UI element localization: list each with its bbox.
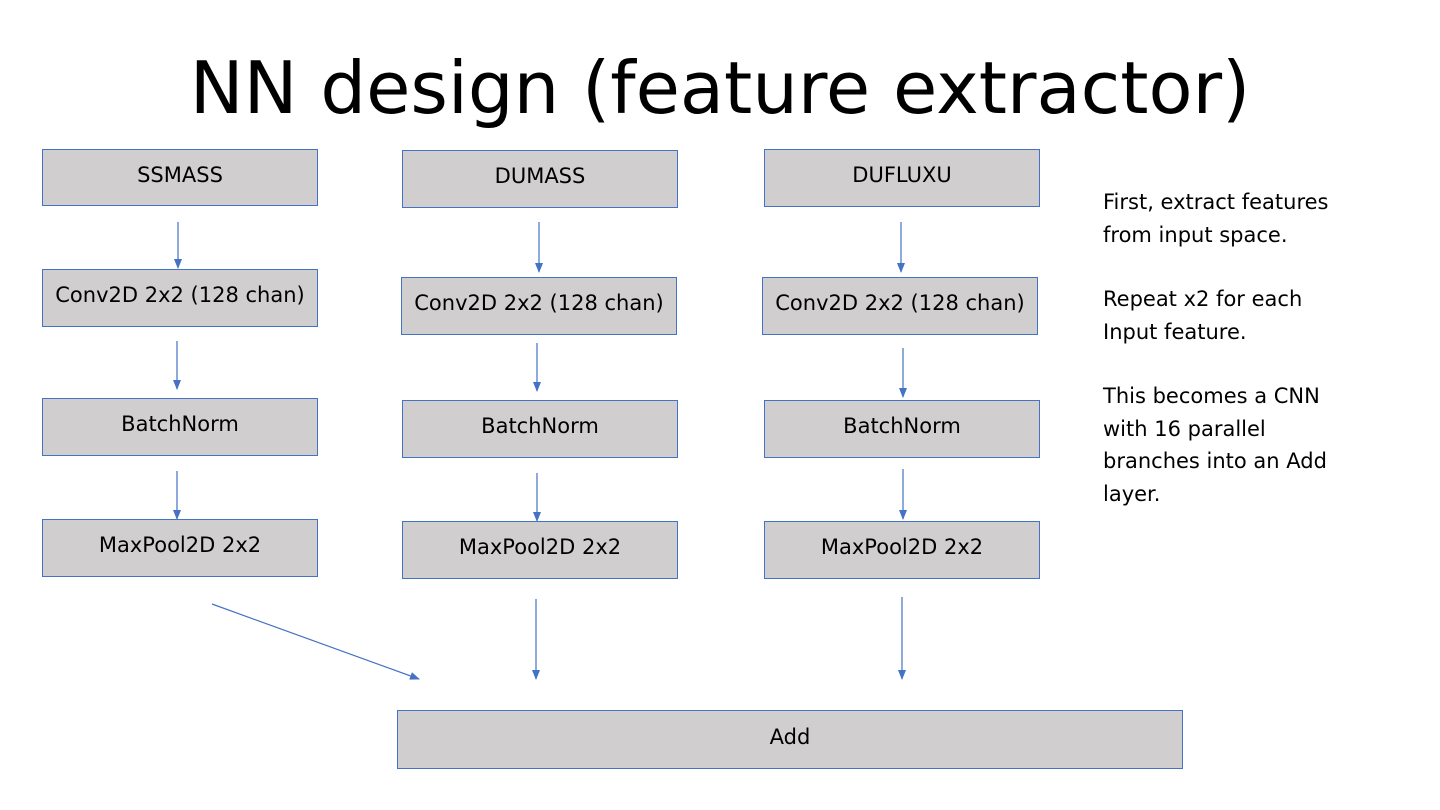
input-box-dufluxu: DUFLUXU (764, 149, 1040, 207)
maxpool-label: MaxPool2D 2x2 (458, 535, 622, 559)
conv2d-box: Conv2D 2x2 (128 chan) (401, 277, 677, 335)
input-label: SSMASS (137, 162, 223, 187)
batchnorm-box: BatchNorm (42, 398, 318, 456)
batchnorm-label: BatchNorm (481, 414, 599, 438)
note-paragraph: First, extract features from input space… (1103, 190, 1329, 247)
conv2d-box: Conv2D 2x2 (128 chan) (42, 269, 318, 327)
note-paragraph: Repeat x2 for each Input feature. (1103, 287, 1303, 344)
input-box-dumass: DUMASS (402, 150, 678, 208)
maxpool-box: MaxPool2D 2x2 (42, 519, 318, 577)
add-layer-box: Add (397, 710, 1183, 769)
conv2d-label: Conv2D 2x2 (128 chan) (55, 283, 305, 307)
maxpool-box: MaxPool2D 2x2 (402, 521, 678, 579)
maxpool-label: MaxPool2D 2x2 (820, 535, 984, 559)
slide-title: NN design (feature extractor) (189, 46, 1251, 130)
conv2d-label: Conv2D 2x2 (128 chan) (414, 291, 664, 315)
arrow-pool-to-add-1 (211, 603, 420, 680)
notes-panel: First, extract features from input space… (1103, 186, 1423, 542)
add-layer-label: Add (769, 724, 811, 749)
note-paragraph: This becomes a CNN with 16 parallel bran… (1103, 384, 1327, 506)
maxpool-box: MaxPool2D 2x2 (764, 521, 1040, 579)
input-label: DUMASS (494, 164, 586, 188)
batchnorm-box: BatchNorm (402, 400, 678, 458)
input-label: DUFLUXU (852, 163, 952, 187)
conv2d-label: Conv2D 2x2 (128 chan) (775, 291, 1025, 315)
maxpool-label: MaxPool2D 2x2 (98, 533, 262, 557)
batchnorm-label: BatchNorm (121, 412, 239, 436)
batchnorm-label: BatchNorm (843, 414, 961, 438)
conv2d-box: Conv2D 2x2 (128 chan) (762, 277, 1038, 335)
batchnorm-box: BatchNorm (764, 400, 1040, 458)
input-box-ssmass: SSMASS (42, 149, 318, 206)
